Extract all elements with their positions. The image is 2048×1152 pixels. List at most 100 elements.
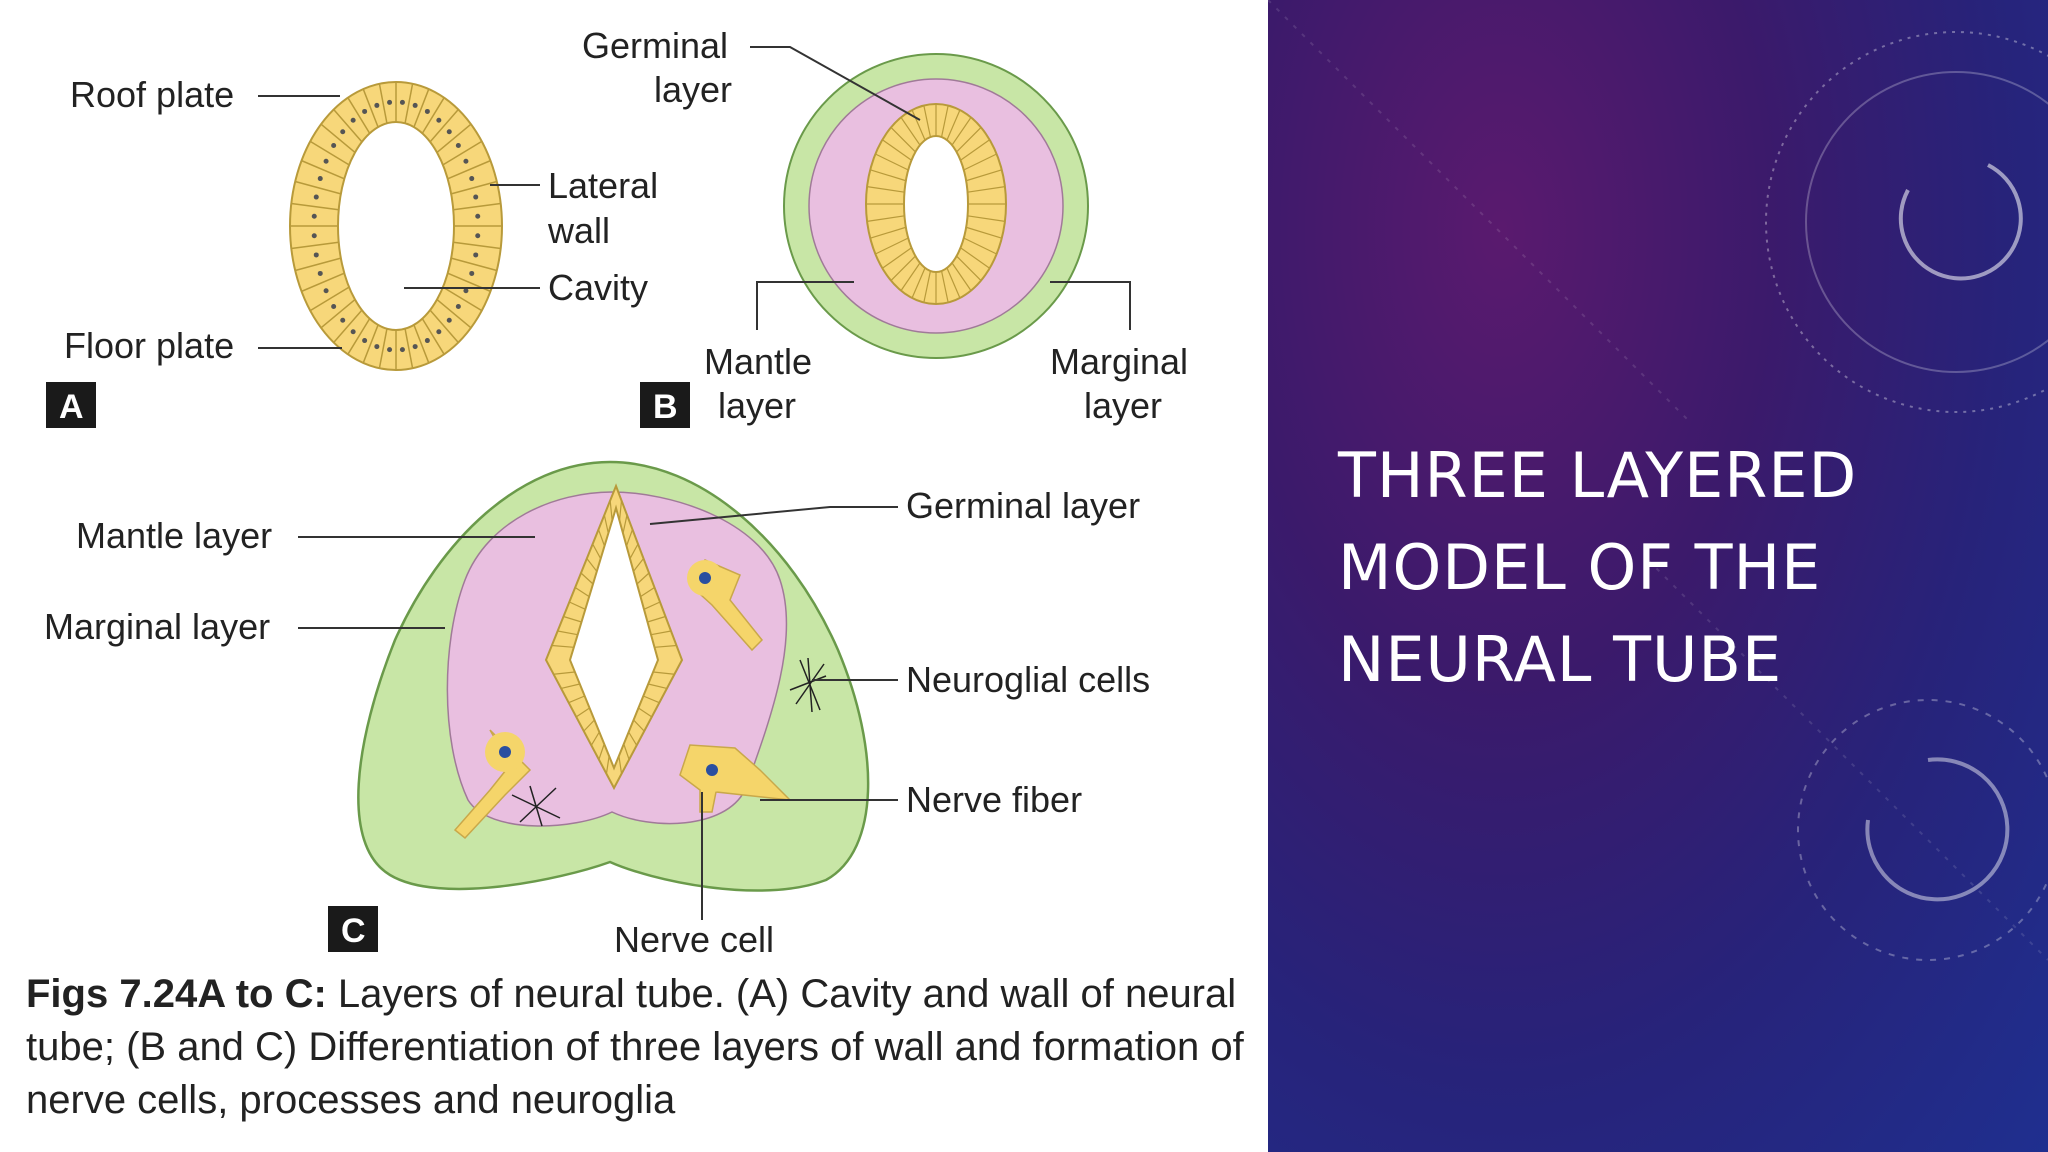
panel-c-cell-boundary	[643, 601, 661, 610]
panel-a-nucleus	[446, 129, 452, 135]
panel-a-nucleus	[473, 252, 479, 258]
panel-a-cell-boundary	[362, 88, 379, 128]
panel-a-cell-boundary	[421, 318, 445, 355]
label-c-mantle: Mantle layer	[76, 515, 272, 556]
panel-c-cell-boundary	[575, 707, 590, 718]
panel-b-cell-boundary	[882, 247, 912, 269]
nerve-cell-lower-left	[453, 729, 532, 840]
panel-b-cell-boundary	[956, 126, 982, 153]
panel-a-cell-boundary	[450, 180, 498, 195]
panel-a-nucleus	[412, 102, 418, 108]
panel-a-nucleus	[340, 129, 346, 135]
panel-a-nucleus	[317, 176, 323, 182]
label-c-nerve-cell: Nerve cell	[614, 919, 774, 960]
panel-c-cell-boundary	[625, 529, 634, 547]
panel-c-cell-boundary	[636, 572, 650, 585]
panel-a-nucleus	[331, 142, 337, 148]
panel-a-nucleus	[399, 347, 405, 353]
panel-a-nucleus	[469, 176, 475, 182]
label-c-marginal: Marginal layer	[44, 606, 270, 647]
panel-a-cell-boundary	[347, 97, 371, 134]
panel-a-cell-boundary	[436, 123, 472, 154]
panel-c-cell-boundary	[629, 543, 639, 559]
panel-c-cell-boundary	[551, 644, 574, 648]
slide-title: THREE LAYERED MODEL OF THE NEURAL TUBE	[1338, 439, 1858, 696]
panel-b-cell-boundary	[946, 109, 961, 141]
neuroglial-cell-lower	[511, 785, 561, 827]
panel-c-cell-boundary	[618, 755, 623, 774]
panel-b-letter: B	[653, 388, 678, 426]
panel-c-cell-boundary	[640, 586, 655, 598]
panel-c: Mantle layer Marginal layer Germinal lay…	[44, 460, 1150, 960]
dial-arc-bottom	[1865, 757, 2010, 902]
panel-a-nucleus	[475, 233, 481, 239]
panel-c-cell-boundary	[553, 671, 575, 675]
label-b-germinal-1: Germinal	[582, 25, 728, 66]
panel-b-badge	[640, 382, 690, 428]
panel-a-nucleus	[331, 304, 337, 310]
panel-c-cell-boundary	[633, 719, 645, 732]
panel-a-nucleus	[399, 99, 405, 105]
panel-c-cell-boundary	[586, 558, 598, 572]
label-b-marginal-1: Marginal	[1050, 341, 1188, 382]
panel-a-cell-boundary	[301, 159, 345, 180]
panel-a-nucleus	[473, 194, 479, 200]
caption-bold: Figs 7.24A to C:	[26, 972, 327, 1016]
panel-a-cell-boundary	[413, 88, 430, 128]
panel-b-cell-boundary	[940, 105, 949, 138]
panel-b-cell-boundary	[965, 226, 1002, 239]
panel-b-cell-boundary	[890, 126, 916, 153]
panel-a-cell-boundary	[309, 286, 350, 312]
label-b-mantle-1: Mantle	[704, 341, 812, 382]
panel-a-cell-boundary	[362, 324, 379, 364]
panel-a-cell-boundary	[291, 202, 339, 211]
panel-a-cell-boundary	[429, 309, 459, 343]
panel-b-cell-boundary	[965, 169, 1002, 182]
panel-a-cell-boundary	[378, 83, 388, 124]
panel-b-cell-boundaries	[866, 104, 1006, 304]
panel-b-cell-boundary	[911, 267, 926, 299]
panel-a-nucleus	[455, 142, 461, 148]
dial-ring-middle	[1805, 71, 2048, 373]
panel-a-cell-boundary	[413, 324, 430, 364]
panel-a-cell-boundary	[291, 241, 339, 250]
decorative-dial-graphics	[1268, 0, 2048, 961]
panel-b-cell-boundary	[911, 109, 926, 141]
panel-a-cell-boundary	[404, 328, 414, 369]
panel-c-cell-boundary	[633, 558, 644, 572]
panel-a-cavity	[337, 121, 455, 331]
panel-a-nucleus	[475, 213, 481, 219]
panel-b-cell-boundary	[960, 247, 990, 269]
panel-a-cell-boundary	[333, 309, 363, 343]
panel-a-nucleus	[436, 329, 442, 335]
panel-c-cell-boundary	[569, 601, 586, 610]
panel-b-cell-boundary	[875, 237, 909, 255]
panel-a-cell-boundary	[447, 159, 491, 180]
panel-a-nucleus	[424, 108, 430, 114]
panel-b-cell-boundary	[951, 117, 972, 146]
panel-c-cell-boundary	[643, 695, 660, 704]
panel-b-cell-boundary	[866, 186, 905, 193]
panel-b-cell-boundary	[890, 255, 916, 282]
panel-c-cell-boundary	[605, 755, 610, 774]
panel-b: Germinal layer Mantle layer Marginal lay…	[582, 25, 1188, 428]
panel-a-nucleus	[323, 288, 329, 294]
panel-c-cell-boundary	[622, 514, 628, 534]
panel-a-cell-boundary	[404, 83, 414, 124]
panel-c-cell-boundary	[628, 731, 638, 746]
panel-c-cell-boundary	[603, 514, 609, 534]
neural-tube-figure: Roof plate Lateral wall Cavity Floor pla…	[26, 25, 1244, 1122]
panel-c-cell-boundaries	[551, 500, 677, 774]
panel-b-cell-boundary	[963, 153, 997, 171]
panel-b-cell-boundary	[960, 139, 990, 161]
label-b-marginal-2: layer	[1084, 385, 1162, 426]
panel-a-cell-boundary	[421, 97, 445, 134]
panel-a-nucleus	[455, 304, 461, 310]
figure-diagram: Roof plate Lateral wall Cavity Floor pla…	[44, 25, 1188, 960]
panel-c-cell-boundary	[653, 671, 675, 675]
panel-a-cell-boundary	[442, 286, 483, 312]
panel-c-letter: C	[341, 912, 366, 950]
panel-a-nucleus	[387, 347, 393, 353]
panel-b-cell-boundary	[900, 262, 921, 291]
panel-b-cell-boundary	[923, 270, 932, 303]
